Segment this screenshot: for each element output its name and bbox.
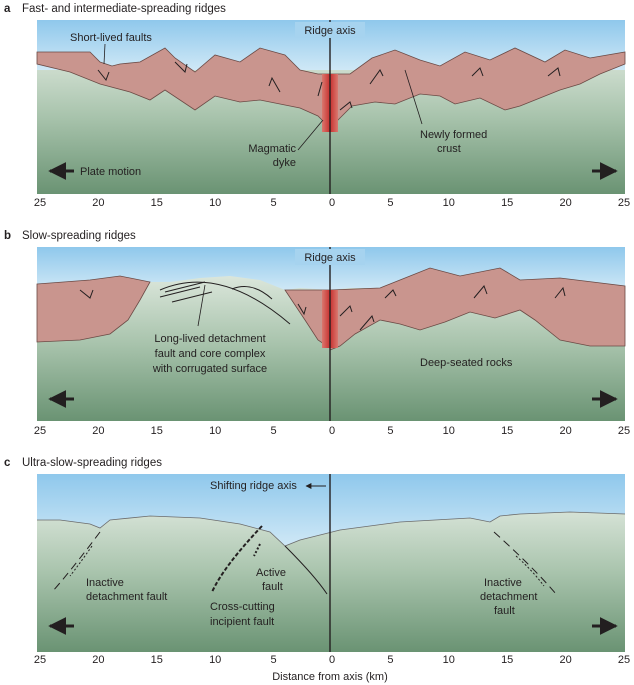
cross-section: Ridge axis Short-lived faults Magmatic d… <box>36 20 626 194</box>
axis-tick-label: 10 <box>443 197 455 209</box>
fault-marks <box>51 525 557 595</box>
axis-tick-label: 20 <box>559 425 571 437</box>
axis-tick-label: 5 <box>387 197 393 209</box>
axis-tick-label: 5 <box>271 197 277 209</box>
svg-text:b: b <box>4 230 11 242</box>
axis-tick-label: 25 <box>618 425 630 437</box>
axis-tick-label: 25 <box>34 425 46 437</box>
axis-title: Distance from axis (km) <box>272 671 388 683</box>
panel-letter: a <box>4 3 11 15</box>
cross-cutting-label-1: Cross-cutting <box>210 601 275 613</box>
dyke-label-1: Magmatic <box>248 143 296 155</box>
inactive-right-label-1: Inactive <box>484 577 522 589</box>
crust-label-2: crust <box>437 143 461 155</box>
svg-text:c: c <box>4 457 11 469</box>
deep-rocks-label: Deep-seated rocks <box>420 357 513 369</box>
ridge-axis-label: Shifting ridge axis <box>210 480 297 492</box>
axis-tick-label: 15 <box>151 425 163 437</box>
axis-tick-label: 20 <box>559 654 571 666</box>
cross-section: Shifting ridge axis Inactive detachment … <box>37 474 626 652</box>
active-fault-label-1: Active <box>256 567 286 579</box>
crust-right <box>329 47 626 129</box>
detach-label-2: fault and core complex <box>155 348 266 360</box>
crust-left <box>36 275 151 343</box>
svg-text:a: a <box>4 3 11 15</box>
axis-tick-label: 5 <box>271 654 277 666</box>
short-faults-label: Short-lived faults <box>70 32 152 44</box>
axis-tick-label: 5 <box>387 654 393 666</box>
detach-label-1: Long-lived detachment <box>154 333 265 345</box>
inactive-left-label-1: Inactive <box>86 577 124 589</box>
axis-tick-label: 10 <box>209 654 221 666</box>
ocean <box>37 474 625 546</box>
fault-marks <box>97 61 561 111</box>
axis-tick-label: 20 <box>92 197 104 209</box>
panel-c: c Ultra-slow-spreading ridges Shifting r… <box>4 457 630 683</box>
panel-letter: b <box>4 230 11 242</box>
plate-motion-label: Plate motion <box>80 166 141 178</box>
axis-tick-label: 20 <box>92 425 104 437</box>
active-fault-label-2: fault <box>262 581 283 593</box>
axis-tick-label: 10 <box>443 425 455 437</box>
dyke-label-2: dyke <box>273 157 296 169</box>
panel-heading: Ultra-slow-spreading ridges <box>22 457 162 469</box>
axis-tick-label: 15 <box>151 197 163 209</box>
axis-tick-label: 25 <box>34 654 46 666</box>
axis-ticks: 25 20 15 10 5 0 5 10 15 20 25 <box>34 425 630 437</box>
axis-tick-label: 10 <box>209 425 221 437</box>
panel-b: b Slow-spreading ridges <box>4 230 630 437</box>
fault-marks <box>79 281 566 331</box>
axis-tick-label: 25 <box>618 654 630 666</box>
detach-label-3: with corrugated surface <box>152 363 267 375</box>
panel-heading: Fast- and intermediate-spreading ridges <box>22 3 226 15</box>
panel-a: a Fast- and intermediate-spreading ridge… <box>4 3 630 209</box>
axis-tick-label: 5 <box>271 425 277 437</box>
ocean <box>37 247 625 290</box>
axis-tick-label: 20 <box>559 197 571 209</box>
axis-tick-label: 10 <box>443 654 455 666</box>
ridge-axis-label: Ridge axis <box>304 252 356 264</box>
axis-tick-label: 0 <box>329 197 335 209</box>
axis-tick-label: 25 <box>34 197 46 209</box>
axis-tick-label: 15 <box>151 654 163 666</box>
axis-tick-label: 15 <box>501 425 513 437</box>
crust-right <box>329 267 626 351</box>
inactive-right-label-3: fault <box>494 605 515 617</box>
axis-tick-label: 25 <box>618 197 630 209</box>
axis-tick-label: 10 <box>209 197 221 209</box>
axis-tick-label: 20 <box>92 654 104 666</box>
axis-tick-label: 0 <box>329 654 335 666</box>
axis-tick-label: 15 <box>501 197 513 209</box>
panel-letter: c <box>4 457 11 469</box>
cross-section: Ridge axis Long-lived detachment fault a… <box>36 247 626 421</box>
crust-label-1: Newly formed <box>420 129 487 141</box>
ridge-axis-label: Ridge axis <box>304 25 356 37</box>
inactive-left-label-2: detachment fault <box>86 591 167 603</box>
axis-tick-label: 0 <box>329 425 335 437</box>
panel-heading: Slow-spreading ridges <box>22 230 136 242</box>
inactive-right-label-2: detachment <box>480 591 537 603</box>
axis-ticks: 25 20 15 10 5 0 5 10 15 20 25 <box>34 654 630 666</box>
axis-tick-label: 5 <box>387 425 393 437</box>
axis-tick-label: 15 <box>501 654 513 666</box>
axis-ticks: 25 20 15 10 5 0 5 10 15 20 25 <box>34 197 630 209</box>
cross-cutting-label-2: incipient fault <box>210 616 274 628</box>
